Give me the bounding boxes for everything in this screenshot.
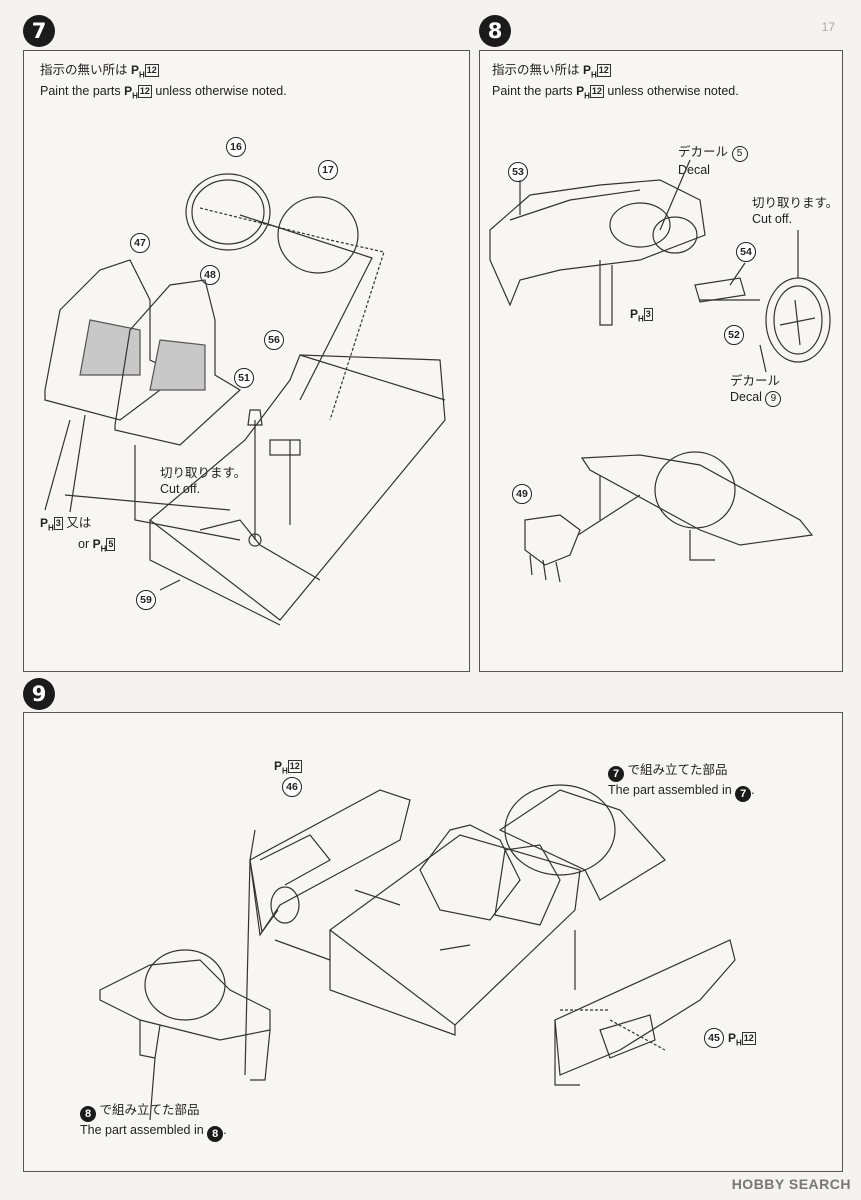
part-46: 46 <box>282 777 302 797</box>
part-47: 47 <box>130 233 150 253</box>
assembled-7-label: 7 で組み立てた部品 The part assembled in 7. <box>608 763 755 802</box>
seat-47 <box>44 259 182 421</box>
door-panel-45 <box>554 939 736 1076</box>
decal-5-label: デカール 5 Decal <box>678 144 748 178</box>
part-56: 56 <box>264 330 284 350</box>
part-59: 59 <box>136 590 156 610</box>
pedal-box-49 <box>524 514 581 566</box>
part-17: 17 <box>318 160 338 180</box>
page-mark: 17 <box>821 20 835 34</box>
floor-pan <box>149 354 446 621</box>
step-9-panel <box>23 712 843 1172</box>
part-51: 51 <box>234 368 254 388</box>
seat-48 <box>114 279 241 446</box>
watermark: HOBBY SEARCH <box>731 1176 851 1192</box>
part-45: 45 <box>704 1028 724 1048</box>
door-panel-46 <box>249 789 411 937</box>
gauge-disc-17 <box>277 196 359 274</box>
cut-off-label-8: 切り取ります。 Cut off. <box>752 196 839 226</box>
part-52: 52 <box>724 325 744 345</box>
steering-wheel-52 <box>765 277 831 363</box>
gauge-disc-16 <box>185 173 271 251</box>
part-49: 49 <box>512 484 532 504</box>
part-53: 53 <box>508 162 528 182</box>
decal-9-label: デカール Decal 9 <box>730 373 782 407</box>
rollbar-hoop <box>498 789 666 901</box>
step-8-badge: 8 <box>479 15 511 47</box>
cockpit-floor <box>328 834 581 1026</box>
step-9-badge: 9 <box>23 678 55 710</box>
assembled-dashboard-8 <box>99 959 271 1041</box>
part-16: 16 <box>226 137 246 157</box>
part-54: 54 <box>736 242 756 262</box>
part-54-block <box>694 277 746 303</box>
dashboard-53 <box>489 179 706 307</box>
step-8-panel <box>479 50 843 672</box>
console-lower <box>580 454 814 546</box>
step-7-badge: 7 <box>23 15 55 47</box>
assembled-8-label: 8 で組み立てた部品 The part assembled in 8. <box>80 1103 227 1142</box>
